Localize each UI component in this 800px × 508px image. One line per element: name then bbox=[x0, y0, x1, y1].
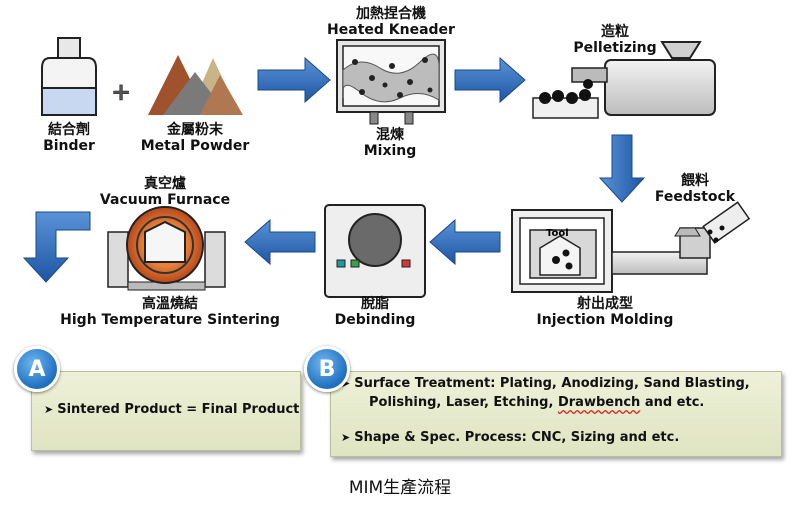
pelletizer-icon bbox=[532, 41, 716, 119]
option-a-text: ➤Sintered Product = Final Product bbox=[44, 400, 299, 419]
binder-bottle-icon bbox=[41, 37, 97, 116]
sintering-label-en: High Temperature Sintering bbox=[60, 312, 280, 328]
arrow-bullet-icon: ➤ bbox=[341, 431, 351, 444]
flow-arrow-3 bbox=[598, 134, 646, 203]
binder-label-cn: 結合劑 bbox=[48, 122, 90, 138]
injection-label-cn: 射出成型 bbox=[577, 296, 633, 312]
feedstock-label-en: Feedstock bbox=[654, 189, 736, 205]
option-b-line2-wavy: Drawbench bbox=[557, 395, 641, 410]
mixing-label: 混煉 Mixing bbox=[340, 127, 440, 159]
mixing-label-en: Mixing bbox=[363, 143, 417, 159]
option-a-box: ➤Sintered Product = Final Product bbox=[31, 371, 301, 451]
sintering-label: 高溫燒結 High Temperature Sintering bbox=[55, 296, 285, 328]
tool-label: Tool bbox=[546, 228, 569, 239]
arrow-bullet-icon: ➤ bbox=[44, 403, 54, 416]
flow-arrow-4 bbox=[429, 218, 501, 266]
kneader-label: 加熱捏合機 Heated Kneader bbox=[318, 6, 464, 38]
option-a-line: Sintered Product = Final Product bbox=[57, 402, 300, 417]
badge-a: A bbox=[14, 346, 60, 392]
kneader-label-en: Heated Kneader bbox=[327, 22, 455, 38]
arrow-bullet-icon: ➤ bbox=[341, 377, 351, 390]
metal-powder-label-cn: 金屬粉末 bbox=[167, 122, 223, 138]
flow-arrow-2 bbox=[454, 56, 526, 104]
binder-label: 結合劑 Binder bbox=[29, 122, 109, 154]
option-b-box: ➤Surface Treatment: Plating, Anodizing, … bbox=[330, 371, 782, 457]
diagram-caption: MIM生產流程 bbox=[348, 478, 452, 498]
feedstock-label: 餵料 Feedstock bbox=[640, 173, 750, 205]
kneader-label-cn: 加熱捏合機 bbox=[356, 6, 426, 22]
flow-arrow-1 bbox=[257, 56, 331, 104]
option-b-line2-pre: Polishing, Laser, Etching, bbox=[369, 395, 558, 410]
pelletizing-label-en: Pelletizing bbox=[573, 40, 657, 56]
option-b-line1: Surface Treatment: Plating, Anodizing, S… bbox=[354, 376, 750, 391]
option-b-line2-post: and etc. bbox=[640, 395, 705, 410]
flow-arrow-5 bbox=[244, 218, 316, 266]
debinding-label-cn: 脫脂 bbox=[361, 296, 389, 312]
pelletizing-label-cn: 造粒 bbox=[601, 24, 629, 40]
furnace-label: 真空爐 Vacuum Furnace bbox=[95, 176, 235, 208]
furnace-label-en: Vacuum Furnace bbox=[99, 192, 231, 208]
vacuum-furnace-icon bbox=[107, 206, 226, 291]
injection-molding-icon bbox=[511, 201, 751, 293]
debinding-oven-icon bbox=[324, 204, 426, 298]
furnace-label-cn: 真空爐 bbox=[144, 176, 186, 192]
binder-label-en: Binder bbox=[43, 138, 95, 154]
mixing-label-cn: 混煉 bbox=[376, 127, 404, 143]
pelletizing-label: 造粒 Pelletizing bbox=[560, 24, 670, 56]
badge-b: B bbox=[304, 346, 350, 392]
plus-sign: + bbox=[111, 78, 131, 106]
flow-arrow-exit bbox=[22, 211, 91, 283]
metal-powder-icon bbox=[148, 55, 243, 115]
injection-label-en: Injection Molding bbox=[536, 312, 674, 328]
debinding-label-en: Debinding bbox=[334, 312, 416, 328]
metal-powder-label: 金屬粉末 Metal Powder bbox=[130, 122, 260, 154]
metal-powder-label-en: Metal Powder bbox=[140, 138, 250, 154]
injection-label: 射出成型 Injection Molding bbox=[520, 296, 690, 328]
kneader-icon bbox=[336, 39, 446, 125]
option-b-line3: Shape & Spec. Process: CNC, Sizing and e… bbox=[354, 430, 680, 445]
debinding-label: 脫脂 Debinding bbox=[320, 296, 430, 328]
sintering-label-cn: 高溫燒結 bbox=[142, 296, 198, 312]
feedstock-label-cn: 餵料 bbox=[681, 173, 709, 189]
option-b-text: ➤Surface Treatment: Plating, Anodizing, … bbox=[341, 374, 750, 447]
